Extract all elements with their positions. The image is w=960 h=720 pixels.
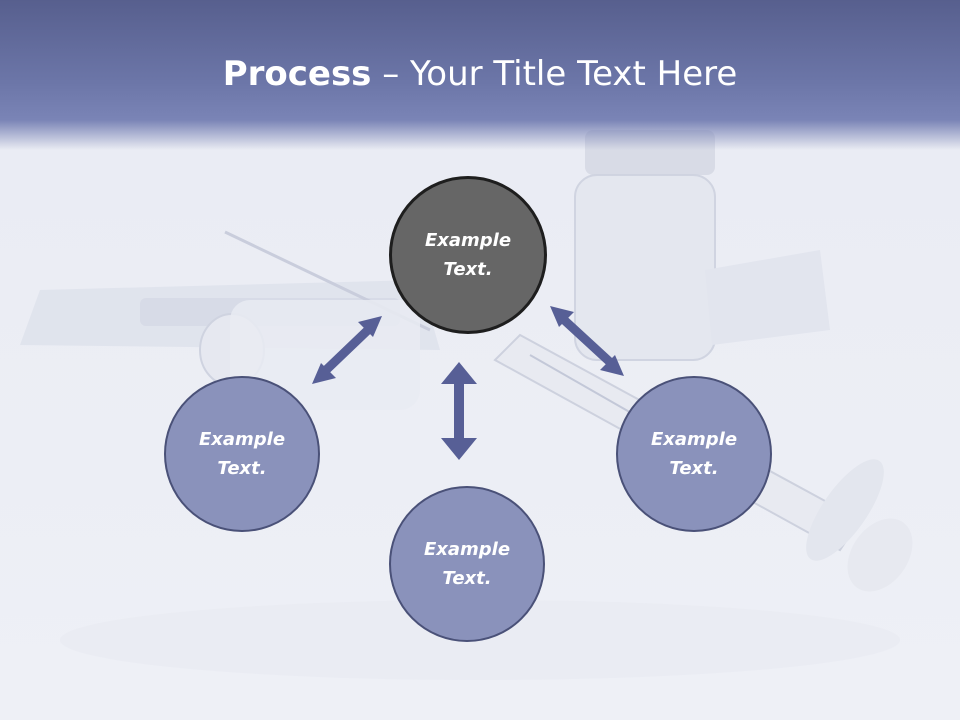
title-rest: – Your Title Text Here [371,54,738,94]
title-bold: Process [222,54,372,94]
double-arrow-down-icon[interactable] [441,362,477,460]
node-center-text: Example Text. [424,230,512,280]
node-right-text: Example Text. [650,429,738,479]
process-node-right[interactable]: Example Text. [616,376,772,532]
title-band [0,0,960,150]
slide-title[interactable]: Process – Your Title Text Here [0,52,960,96]
process-node-bottom[interactable]: Example Text. [389,486,545,642]
node-left-text: Example Text. [198,429,286,479]
double-arrow-left-icon[interactable] [312,316,382,384]
node-bottom-text: Example Text. [423,539,511,589]
process-node-center[interactable]: Example Text. [389,176,547,334]
double-arrow-right-icon[interactable] [550,306,624,376]
process-node-left[interactable]: Example Text. [164,376,320,532]
